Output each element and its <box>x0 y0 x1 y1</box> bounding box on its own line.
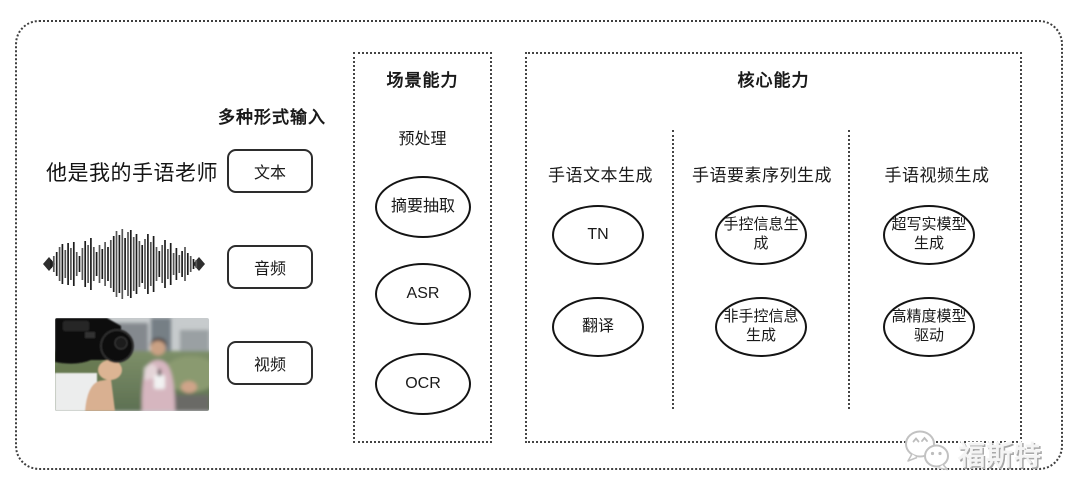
node-translation-label: 翻译 <box>581 318 614 335</box>
node-hyperrealistic-model-generation: 超写实模型生成 <box>883 205 975 265</box>
node-high-precision-model-driving-label: 高精度模型驱动 <box>891 308 967 344</box>
node-non-manual-info-generation-label: 非手控信息生成 <box>723 308 799 344</box>
node-tn-label: TN <box>587 226 609 243</box>
node-hyperrealistic-model-generation-label: 超写实模型生成 <box>891 216 967 252</box>
scene-capability-title: 场景能力 <box>386 71 459 90</box>
input-box-text-label: 文本 <box>253 165 286 182</box>
node-manual-info-generation: 手控信息生成 <box>715 205 807 265</box>
node-asr-label: ASR <box>406 285 440 302</box>
node-ocr-label: OCR <box>405 375 441 392</box>
input-box-audio-label: 音频 <box>253 261 286 278</box>
input-box-video: 视频 <box>227 341 313 385</box>
column-header-sign-video-generation: 手语视频生成 <box>884 166 990 185</box>
node-manual-info-generation-label: 手控信息生成 <box>723 216 799 252</box>
node-translation: 翻译 <box>552 297 644 357</box>
core-capability-box: 核心能力 手语文本生成 手语要素序列生成 手语视频生成 TN 翻译 手控信息生成… <box>525 52 1022 443</box>
outer-dotted-border <box>15 20 1063 470</box>
input-box-text: 文本 <box>227 149 313 193</box>
scene-capability-box: 场景能力 预处理 摘要抽取 ASR OCR <box>353 52 492 443</box>
watermark-text: 福斯特 <box>958 441 1042 471</box>
node-ocr: OCR <box>375 353 471 415</box>
node-summary-extraction: 摘要抽取 <box>375 176 471 238</box>
preprocessing-label: 预处理 <box>398 131 447 148</box>
core-capability-title: 核心能力 <box>737 71 810 90</box>
node-asr: ASR <box>375 263 471 325</box>
node-tn: TN <box>552 205 644 265</box>
video-thumbnail <box>55 318 209 411</box>
node-high-precision-model-driving: 高精度模型驱动 <box>883 297 975 357</box>
reporter-photo-illustration <box>55 318 209 411</box>
input-section-title: 多种形式输入 <box>218 108 326 127</box>
input-box-video-label: 视频 <box>253 357 286 374</box>
column-divider <box>672 130 674 409</box>
watermark: 福斯特 <box>903 428 1063 478</box>
column-header-sign-element-sequence-generation: 手语要素序列生成 <box>692 166 832 185</box>
input-box-audio: 音频 <box>227 245 313 289</box>
example-sentence: 他是我的手语老师 <box>46 162 218 185</box>
node-summary-extraction-label: 摘要抽取 <box>390 198 455 215</box>
column-header-sign-text-generation: 手语文本生成 <box>548 166 653 185</box>
audio-waveform-icon <box>43 229 205 299</box>
column-divider <box>848 130 850 409</box>
node-non-manual-info-generation: 非手控信息生成 <box>715 297 807 357</box>
wechat-icon <box>905 430 949 471</box>
